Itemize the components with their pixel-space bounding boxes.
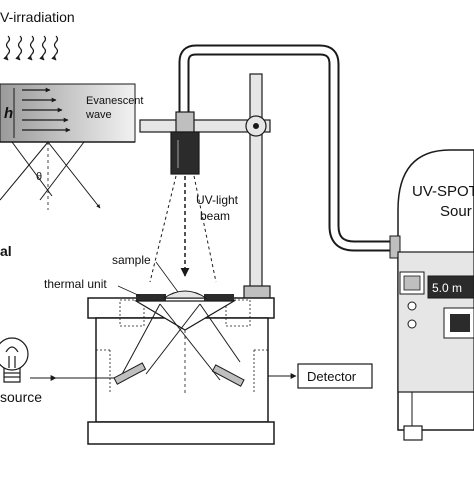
thermal-unit-label: thermal unit: [44, 277, 107, 291]
detector-box: [297, 363, 373, 389]
thermal-unit-right: [204, 294, 234, 301]
sample-droplet: [162, 290, 208, 299]
uv-light-label: UV-light: [196, 193, 239, 207]
light-bulb-icon: [0, 337, 29, 383]
cell-base: [87, 421, 275, 445]
detector-label: Detector: [307, 369, 357, 384]
panel-display-value: 5.0 m: [432, 281, 462, 295]
fiber-port: [389, 235, 401, 259]
clamp-arm: [139, 119, 271, 133]
uv-light-beam: [149, 175, 217, 283]
al-fragment-label: al: [0, 243, 12, 259]
uv-spot-subtitle: Sour: [440, 203, 472, 220]
mirror-left: [113, 362, 147, 385]
prism: [133, 300, 237, 331]
evanescent-layer: [0, 83, 136, 143]
uv-head: [170, 111, 200, 175]
sample-leader: [155, 261, 179, 293]
mirror-right: [211, 364, 245, 387]
beam-label: beam: [200, 209, 230, 223]
uv-irradiation-label: V-irradiation: [0, 9, 75, 25]
panel-display: [427, 275, 474, 299]
thermal-unit-leader: [117, 285, 141, 297]
thermal-unit-left: [136, 294, 166, 301]
stand: [139, 73, 271, 301]
uv-spot-unit: UV-SPOT Sour 5.0 m: [389, 149, 474, 441]
sample-label: sample: [112, 253, 151, 267]
evanescent-label: Evanescent: [86, 95, 143, 107]
reflection-beams: [0, 141, 101, 209]
panel-control-button: [450, 314, 470, 332]
source-label: source: [0, 389, 42, 405]
uv-spot-title: UV-SPOT: [412, 183, 474, 200]
unit-foot: [403, 425, 423, 441]
cell-body: [95, 317, 269, 423]
wave-label: wave: [85, 109, 112, 121]
panel-indicator-2: [407, 319, 417, 329]
theta-label: θ: [36, 171, 42, 183]
evanescent-wave-inset: V-irradiation h Evanescent wave: [0, 9, 143, 259]
uv-lamp-head: [170, 131, 200, 175]
panel-indicator-1: [407, 301, 417, 311]
evanescent-arrows: [22, 87, 71, 133]
stand-pole: [249, 73, 263, 295]
h-label: h: [4, 105, 13, 122]
irradiation-arrows: [3, 35, 59, 61]
measurement-cell: [30, 290, 275, 445]
